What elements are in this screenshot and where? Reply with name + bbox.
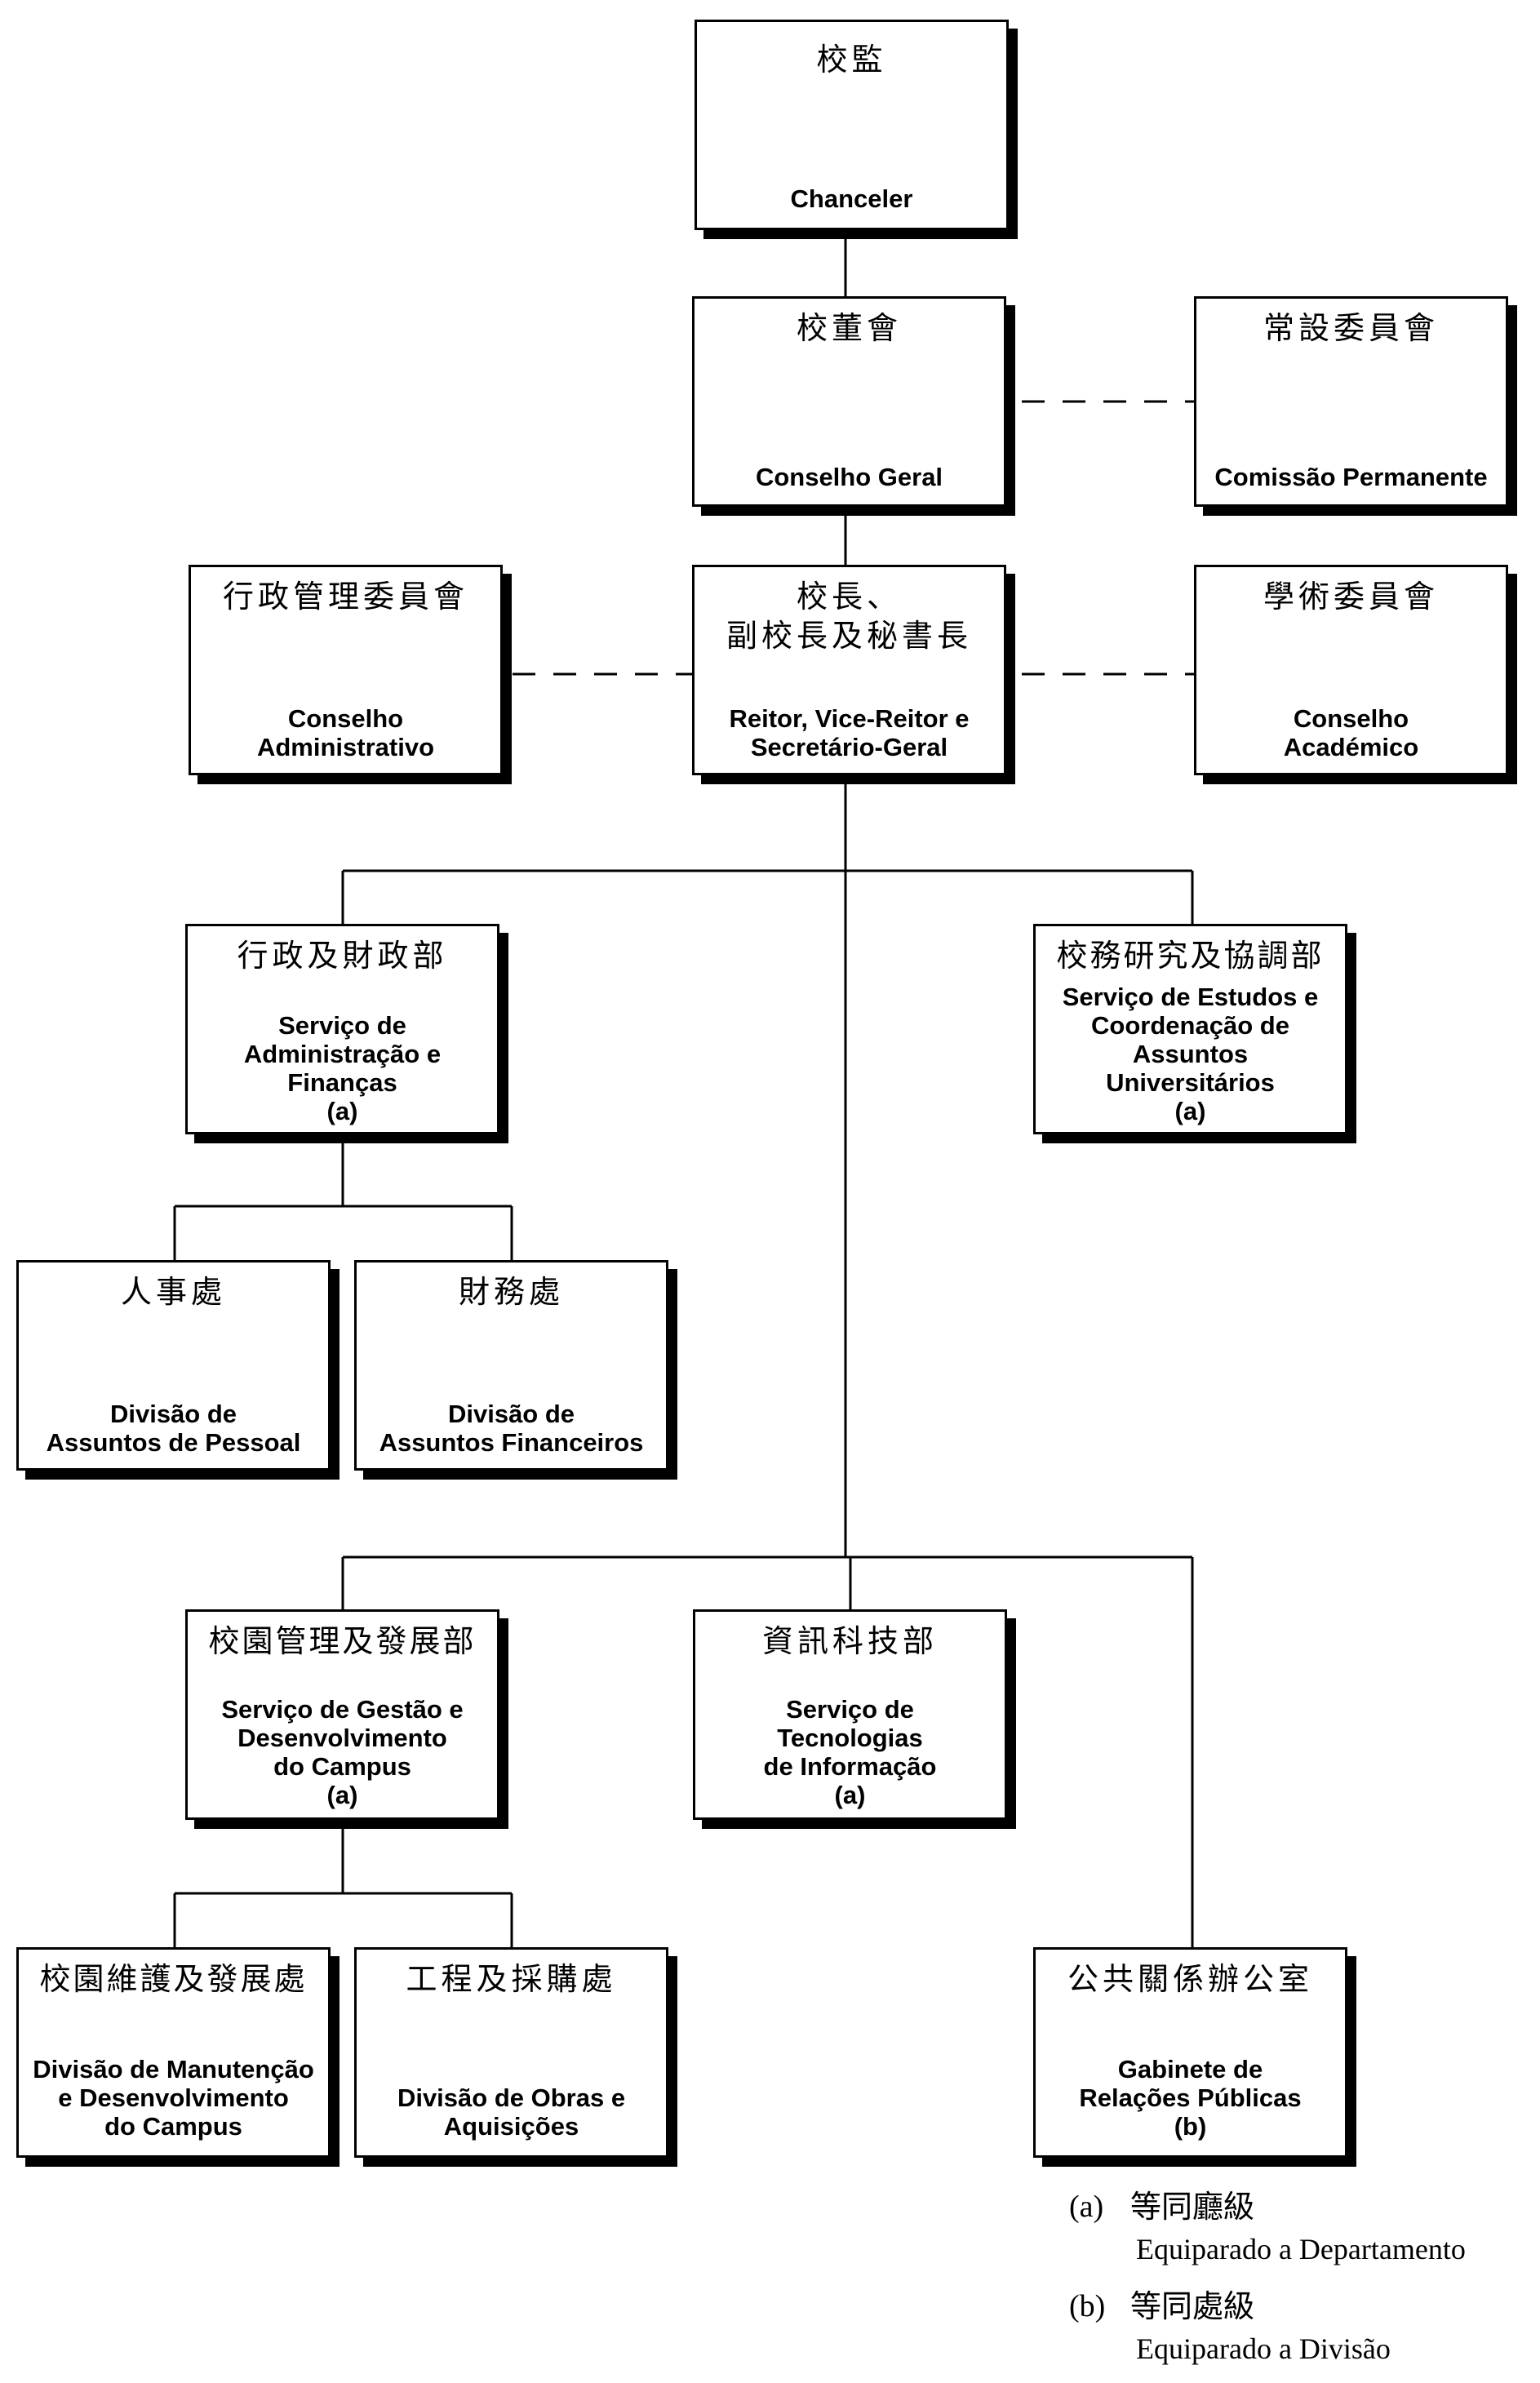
legend-b-mark: (b) [1069,2289,1106,2323]
unit-name-pt: Chanceler [790,184,913,213]
unit-name-zh: 工程及採購處 [406,1961,617,1997]
unit-name-pt: Conselho Académico [1283,704,1419,761]
unit-divisao-financeiros: 財務處 Divisão de Assuntos Financeiros [354,1260,668,1471]
legend-a-zh: 等同廳級 [1130,2189,1255,2225]
unit-gabinete-relacoes: 公共關係辦公室 Gabinete de Relações Públicas (b… [1033,1947,1347,2158]
unit-servico-estudos-coordenacao: 校務研究及協調部 Serviço de Estudos e Coordenaçã… [1033,924,1347,1134]
legend-a-mark: (a) [1069,2190,1104,2224]
unit-chanceler: 校監 Chanceler [695,20,1009,230]
unit-name-zh: 公共關係辦公室 [1067,1961,1313,1997]
unit-name-zh: 行政及財政部 [237,938,448,974]
unit-name-zh: 校務研究及協調部 [1056,938,1325,974]
unit-servico-tecnologias: 資訊科技部 Serviço de Tecnologias de Informaç… [693,1609,1007,1820]
unit-name-pt: Divisão de Assuntos Financeiros [379,1400,644,1457]
unit-name-zh: 常設委員會 [1263,310,1439,346]
unit-comissao-permanente: 常設委員會 Comissão Permanente [1194,296,1508,507]
unit-name-pt: Conselho Geral [755,463,943,491]
legend-b-zh: 等同處級 [1130,2288,1255,2324]
unit-servico-gestao-campus: 校園管理及發展部 Serviço de Gestão e Desenvolvim… [185,1609,499,1820]
unit-name-pt: Comissão Permanente [1214,463,1488,491]
unit-reitor: 校長、 副校長及秘書長 Reitor, Vice-Reitor e Secret… [692,565,1006,775]
unit-name-pt: Gabinete de Relações Públicas (b) [1079,2055,1302,2141]
legend-b-pt: Equiparado a Divisão [1136,2332,1391,2365]
legend-a-pt: Equiparado a Departamento [1136,2233,1466,2265]
unit-name-pt: Divisão de Manutenção e Desenvolvimento … [33,2055,314,2141]
unit-name-pt: Divisão de Obras e Aquisições [397,2083,626,2141]
unit-divisao-pessoal: 人事處 Divisão de Assuntos de Pessoal [16,1260,331,1471]
unit-conselho-academico: 學術委員會 Conselho Académico [1194,565,1508,775]
unit-servico-administracao-financas: 行政及財政部 Serviço de Administração e Finanç… [185,924,499,1134]
unit-divisao-manutencao: 校園維護及發展處 Divisão de Manutenção e Desenvo… [16,1947,331,2158]
unit-name-zh: 校長、 副校長及秘書長 [726,579,972,654]
unit-conselho-geral: 校董會 Conselho Geral [692,296,1006,507]
unit-name-zh: 人事處 [120,1274,226,1310]
unit-conselho-administrativo: 行政管理委員會 Conselho Administrativo [189,565,503,775]
unit-name-pt: Divisão de Assuntos de Pessoal [46,1400,301,1457]
unit-name-pt: Serviço de Gestão e Desenvolvimento do C… [221,1695,464,1809]
unit-name-zh: 校董會 [796,310,902,346]
unit-divisao-obras: 工程及採購處 Divisão de Obras e Aquisições [354,1947,668,2158]
unit-name-zh: 校園維護及發展處 [39,1961,308,1997]
unit-name-pt: Reitor, Vice-Reitor e Secretário-Geral [729,704,970,761]
unit-name-pt: Serviço de Administração e Finanças (a) [243,1011,442,1125]
unit-name-pt: Serviço de Estudos e Coordenação de Assu… [1062,983,1319,1125]
unit-name-zh: 學術委員會 [1263,579,1439,615]
unit-name-zh: 財務處 [458,1274,564,1310]
unit-name-zh: 校監 [816,42,887,78]
unit-name-zh: 校園管理及發展部 [208,1623,477,1659]
unit-name-pt: Conselho Administrativo [256,704,435,761]
unit-name-zh: 資訊科技部 [761,1623,938,1659]
unit-name-pt: Serviço de Tecnologias de Informação (a) [763,1695,937,1809]
unit-name-zh: 行政管理委員會 [222,579,468,615]
